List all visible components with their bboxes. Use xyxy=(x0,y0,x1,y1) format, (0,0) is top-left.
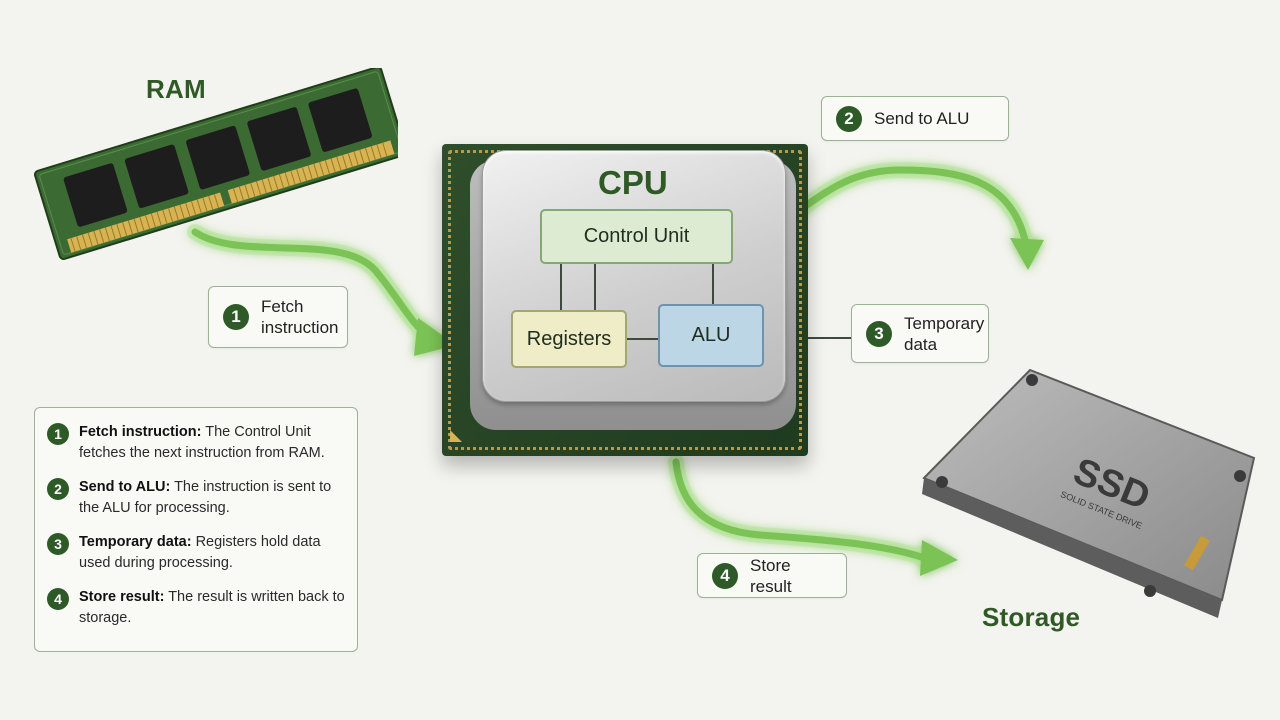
legend-title: Send to ALU: xyxy=(79,479,171,495)
legend-title: Temporary data: xyxy=(79,534,192,550)
step-number-4: 4 xyxy=(712,562,738,589)
callout-label: Temporary data xyxy=(904,313,985,354)
storage-title: Storage xyxy=(982,602,1081,632)
step-number-3: 3 xyxy=(866,320,892,347)
callout-temporary-data: 3 Temporary data xyxy=(851,304,989,363)
cpu-corner-marker xyxy=(450,430,462,442)
legend-title: Fetch instruction: xyxy=(79,424,202,440)
wire-registers-alu xyxy=(627,338,658,340)
wire-cu-alu xyxy=(712,264,714,304)
legend-body: The result is written back to storage. xyxy=(79,589,345,626)
legend-body: The instruction is sent to the ALU for p… xyxy=(79,479,332,516)
legend-item-1: 1 Fetch instruction: The Control Unit fe… xyxy=(47,422,345,464)
step-number-4: 4 xyxy=(47,588,69,610)
callout-store-result: 4 Store result xyxy=(697,553,847,598)
ssd-drive: SSD SOLID STATE DRIVE xyxy=(922,368,1256,618)
legend-body: The Control Unit fetches the next instru… xyxy=(79,424,325,461)
ram-title: RAM xyxy=(146,74,206,104)
callout-send-to-alu: 2 Send to ALU xyxy=(821,96,1009,141)
control-unit-block: Control Unit xyxy=(540,209,733,264)
legend-panel: 1 Fetch instruction: The Control Unit fe… xyxy=(34,407,358,652)
legend-title: Store result: xyxy=(79,589,165,605)
callout-label: Fetch instruction xyxy=(261,297,339,337)
legend-body: Registers hold data used during processi… xyxy=(79,534,321,571)
alu-block: ALU xyxy=(658,304,764,367)
step-number-2: 2 xyxy=(47,478,69,500)
ram-module xyxy=(33,68,398,260)
step-number-1: 1 xyxy=(47,423,69,445)
legend-item-3: 3 Temporary data: Registers hold data us… xyxy=(47,532,345,574)
legend-item-2: 2 Send to ALU: The instruction is sent t… xyxy=(47,477,345,519)
callout-label: Store result xyxy=(750,555,792,596)
legend-item-4: 4 Store result: The result is written ba… xyxy=(47,587,345,629)
callout-label: Send to ALU xyxy=(874,109,970,128)
step-number-1: 1 xyxy=(223,304,249,330)
wire-cu-registers-a xyxy=(560,264,562,310)
wire-cu-registers-b xyxy=(594,264,596,310)
step-number-3: 3 xyxy=(47,533,69,555)
arrow-store-result xyxy=(668,454,958,576)
cpu-title: CPU xyxy=(598,164,668,201)
registers-block: Registers xyxy=(511,310,627,368)
step-number-2: 2 xyxy=(836,105,862,132)
callout-fetch-instruction: 1 Fetch instruction xyxy=(208,286,348,348)
